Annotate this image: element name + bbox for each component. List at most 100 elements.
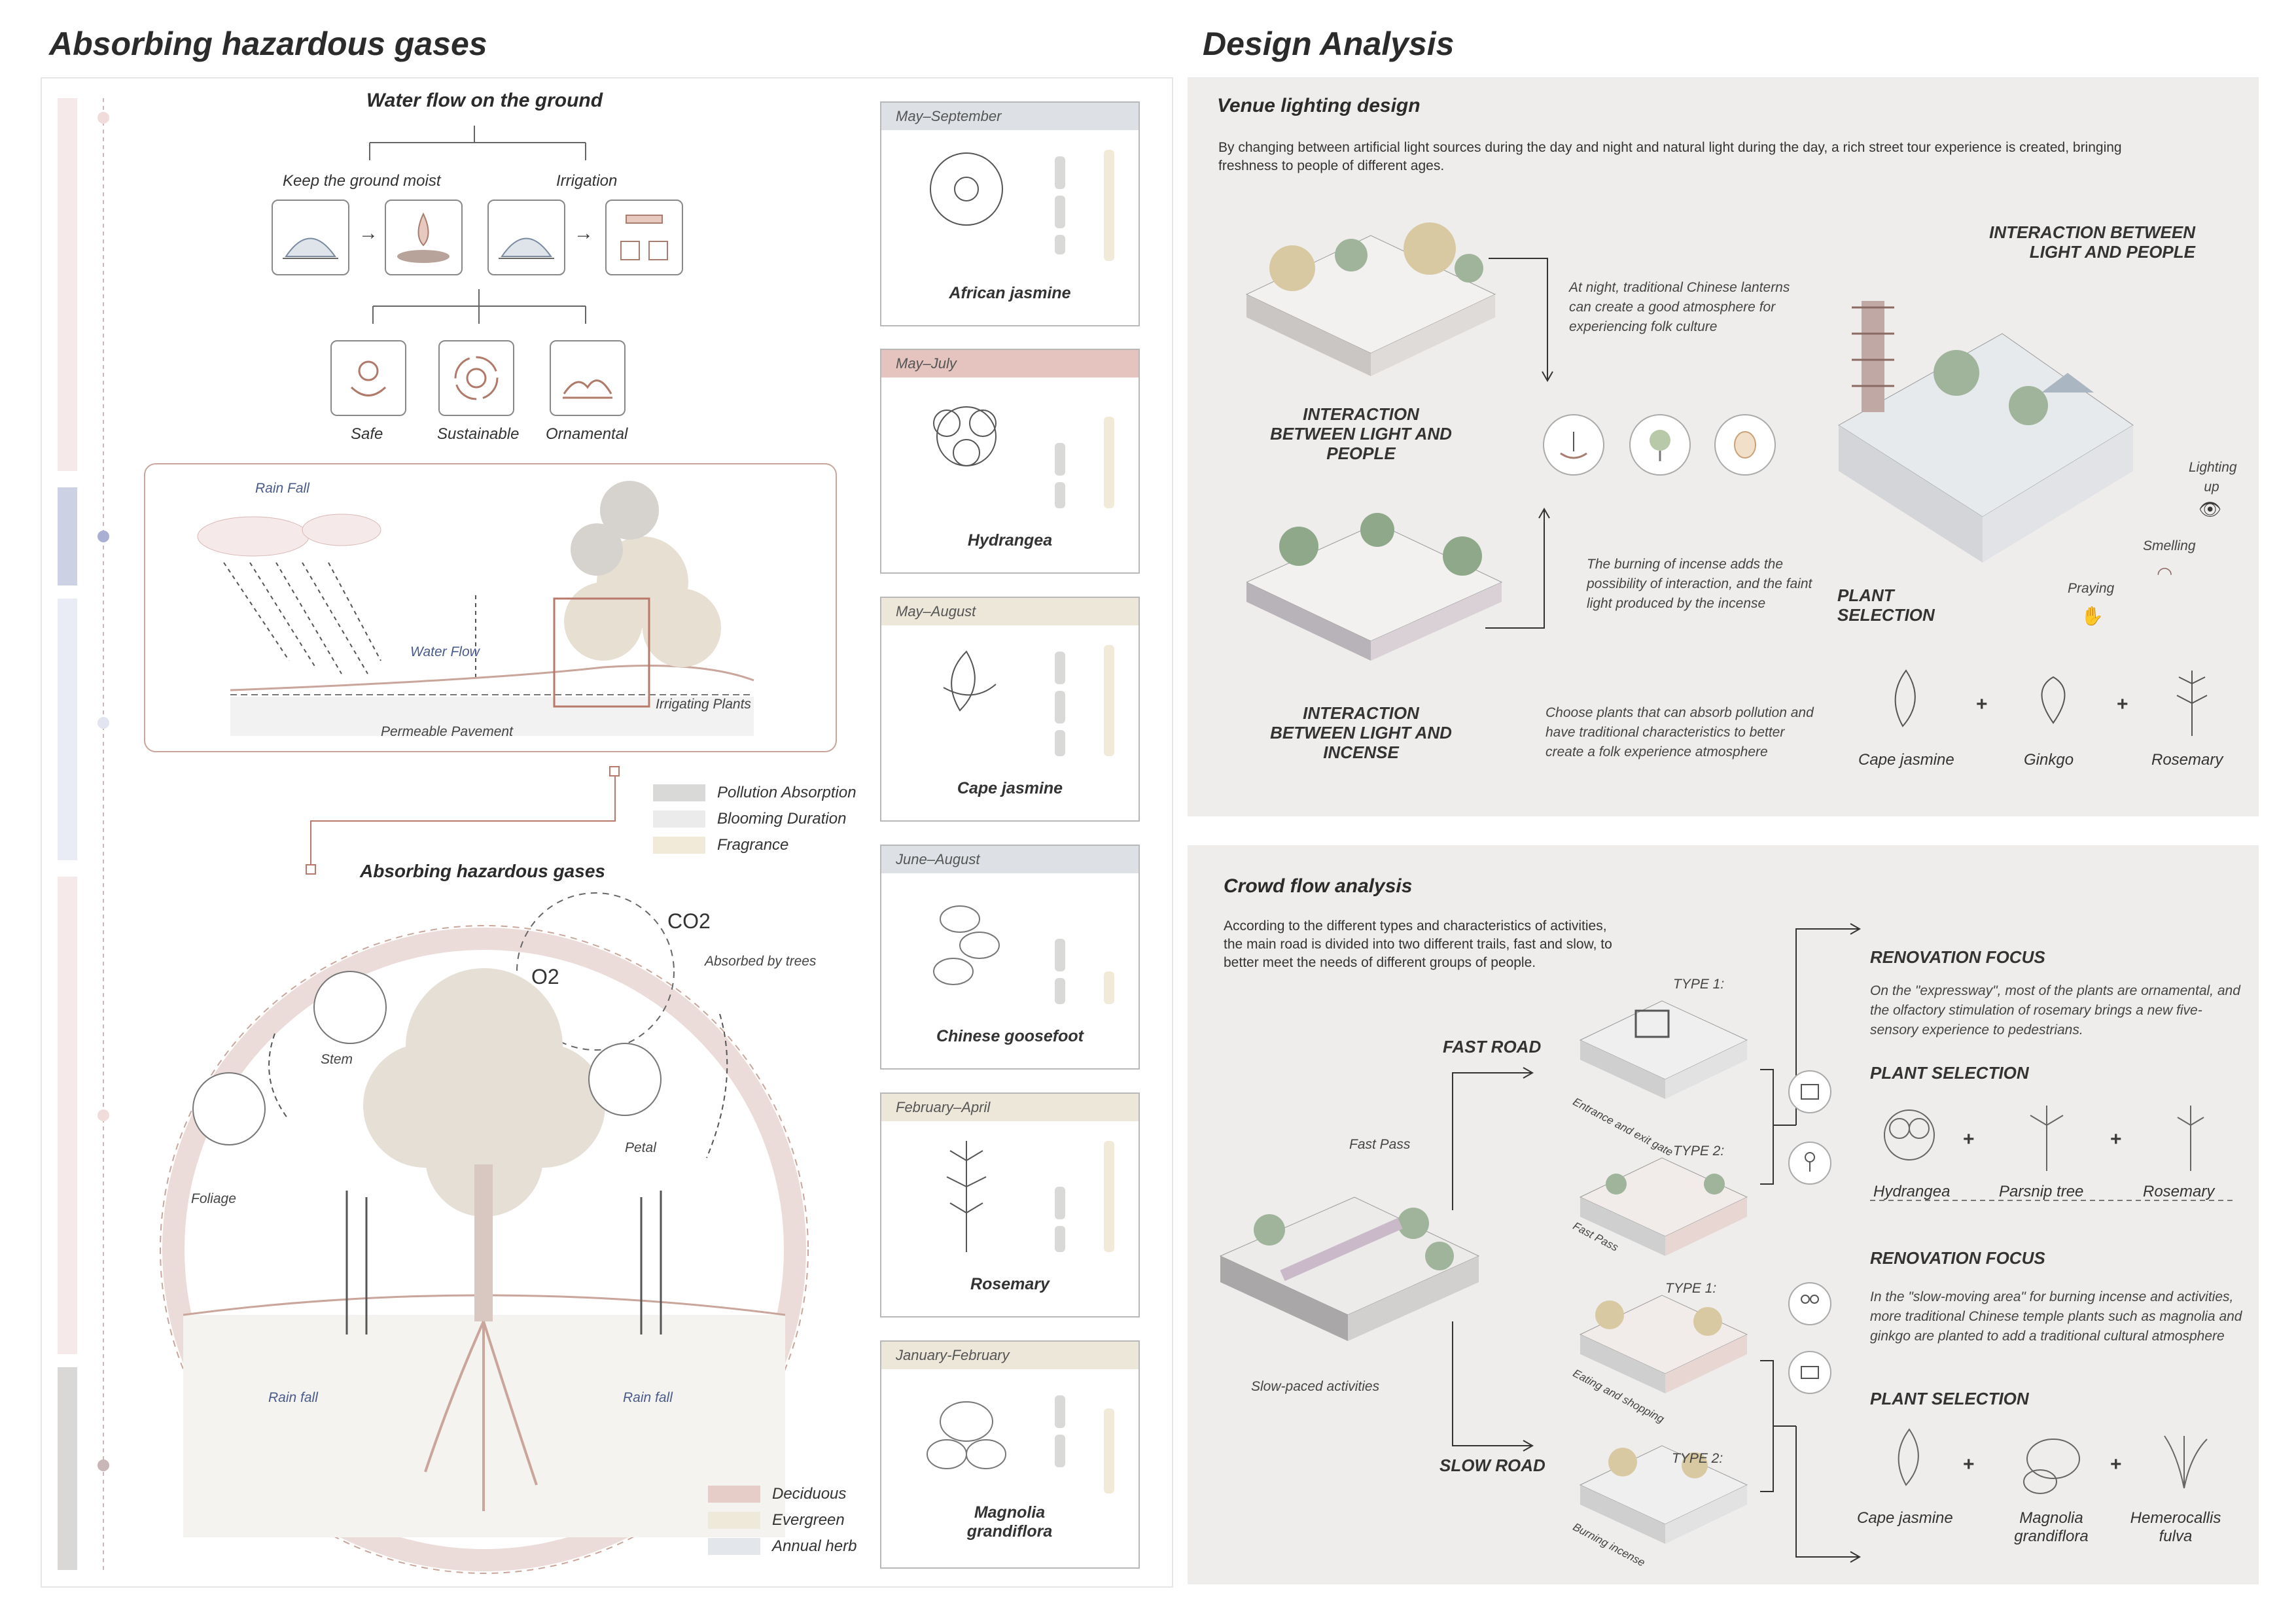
plant-card-african-jasmine: May–September African jasmine (880, 101, 1140, 326)
legend-swatch (708, 1512, 760, 1529)
slow-road-label: SLOW ROAD (1439, 1456, 1545, 1475)
legend-swatch (653, 811, 705, 828)
irrigation-splash-icon (487, 200, 565, 275)
selection2-title: PLANT SELECTION (1870, 1389, 2029, 1408)
selection1-sketches (1870, 1106, 2236, 1201)
legend-item: Pollution Absorption (653, 784, 857, 802)
flow-arrow-up (1485, 507, 1550, 629)
type2-fast-label: TYPE 2: (1673, 1143, 1725, 1159)
ground-splash-icon (272, 200, 349, 275)
petal-label: Petal (625, 1140, 656, 1155)
eye-icon: 👁 (2199, 499, 2222, 519)
foliage-label: Foliage (191, 1191, 236, 1206)
gases-title: Absorbing hazardous gases (360, 861, 605, 881)
incense-text: The burning of incense adds the possibil… (1587, 557, 1812, 611)
plant-card-hydrangea: May–July Hydrangea (880, 349, 1140, 574)
plant-card-season: May–August (881, 598, 1139, 625)
type1-fast-scene (1579, 1000, 1748, 1099)
sel2-plant3-label: Hemerocallis fulva (2130, 1509, 2221, 1545)
african-jasmine-sketch-icon (930, 150, 1114, 261)
plant-card-magnolia: January-February Magnolia grandiflora (880, 1340, 1140, 1569)
focus2-text: In the "slow-moving area" for burning in… (1870, 1289, 2242, 1344)
legend-performance: Pollution Absorption Blooming Duration F… (653, 784, 857, 854)
sprinkler-pots-icon (605, 200, 683, 275)
lighting-description: By changing between artificial light sou… (1218, 140, 2122, 173)
plant-card-season: February–April (881, 1094, 1139, 1121)
temple-isometric-scene (1838, 301, 2134, 563)
plant-card-season: January-February (881, 1342, 1139, 1369)
praying-hands-icon: ✋ (2081, 606, 2104, 626)
plant-card-name: Magnolia grandiflora (966, 1503, 1053, 1541)
plus-sign: + (2117, 693, 2128, 715)
water-flow-diagram: Rain Fall Water Flow Irrigating Plants P… (144, 463, 837, 752)
night-lantern-scene (1245, 222, 1496, 376)
sel1-plant3-label: Rosemary (2143, 1183, 2215, 1200)
selection2-sketches (1898, 1428, 2208, 1494)
type1-slow-label: TYPE 1: (1665, 1281, 1717, 1296)
legend-swatch (708, 1486, 760, 1503)
irrigating-plants-label: Irrigating Plants (656, 697, 751, 712)
water-flow-title: Water flow on the ground (366, 90, 603, 111)
plus-sign: + (2110, 1128, 2122, 1150)
right-section-title: Design Analysis (1203, 26, 1455, 62)
light-people-label: INTERACTION BETWEEN LIGHT AND PEOPLE (1270, 404, 1452, 463)
legend-label: Fragrance (717, 836, 789, 854)
hydrangea-sketch-icon (933, 406, 1114, 508)
plus-sign: + (1963, 1454, 1975, 1475)
lighting-title: Venue lighting design (1217, 95, 1421, 116)
type2-slow-scene (1579, 1445, 1748, 1544)
chinese-goosefoot-sketch-icon (933, 905, 1114, 1004)
plant-card-name: Chinese goosefoot (936, 1027, 1084, 1045)
incense-stall-icon (1788, 1351, 1831, 1394)
gas-absorption-illustration (160, 892, 809, 1574)
sustainable-label: Sustainable (437, 425, 520, 443)
plus-sign: + (2110, 1454, 2122, 1475)
legend-item: Fragrance (653, 836, 857, 854)
rain-fall-label: Rain Fall (255, 481, 309, 496)
legend-label: Deciduous (772, 1485, 847, 1503)
rosemary-sketch-icon (946, 1141, 1114, 1252)
arrow-icon-2: → (574, 222, 593, 244)
legend-label: Pollution Absorption (717, 784, 857, 801)
safe-hands-icon (330, 340, 406, 416)
legend-item: Annual herb (708, 1537, 857, 1556)
legend-label: Blooming Duration (717, 810, 847, 828)
plant-card-name: African jasmine (949, 284, 1071, 302)
type2-fast-scene (1579, 1157, 1748, 1256)
plant-card-rosemary: February–April Rosemary (880, 1092, 1140, 1318)
water-flow-branch-lines (369, 126, 586, 160)
legend-swatch (653, 837, 705, 854)
plant-ginkgo-label: Ginkgo (2024, 751, 2074, 769)
ginkgo-sketch-icon (2041, 676, 2066, 724)
absorbed-label: Absorbed by trees (705, 954, 817, 969)
plant-selection-label: PLANT SELECTION (1837, 585, 1935, 625)
plant-card-season: May–July (881, 350, 1139, 377)
rain-fall-right-label: Rain fall (623, 1390, 673, 1405)
fast-road-label: FAST ROAD (1443, 1037, 1542, 1056)
right-interaction-header: INTERACTION BETWEEN LIGHT AND PEOPLE (1989, 222, 2195, 262)
crowd-title: Crowd flow analysis (1224, 875, 1413, 897)
focus1-title: RENOVATION FOCUS (1870, 947, 2045, 967)
sel2-plant1-label: Cape jasmine (1857, 1509, 1953, 1527)
legend-label: Annual herb (772, 1537, 857, 1555)
benefits-branch-lines (372, 289, 586, 324)
incense-scene (1246, 513, 1503, 661)
flow-arrow-down (1489, 258, 1553, 383)
legend-item: Deciduous (708, 1485, 857, 1503)
legend-swatch (708, 1538, 760, 1555)
rosemary-sketch-icon (2176, 671, 2208, 736)
plant-card-name: Rosemary (970, 1275, 1050, 1293)
group-people-icon (1788, 1282, 1831, 1325)
sel2-plant2-label: Magnolia grandiflora (2014, 1509, 2089, 1545)
main-road-scene (1219, 1196, 1480, 1341)
left-section-title: Absorbing hazardous gases (49, 26, 487, 62)
lighting-up-label: Lighting up (2189, 460, 2237, 495)
road-split-arrows (1452, 1067, 1534, 1452)
plant-card-season: May–September (881, 103, 1139, 130)
type2-slow-label: TYPE 2: (1672, 1451, 1723, 1466)
timeline-dashed-line (97, 98, 109, 1570)
stem-label: Stem (321, 1052, 353, 1067)
keep-moist-label: Keep the ground moist (283, 172, 441, 190)
timeline-bar-5 (58, 1367, 77, 1570)
plant-card-chinese-goosefoot: June–August Chinese goosefoot (880, 845, 1140, 1070)
